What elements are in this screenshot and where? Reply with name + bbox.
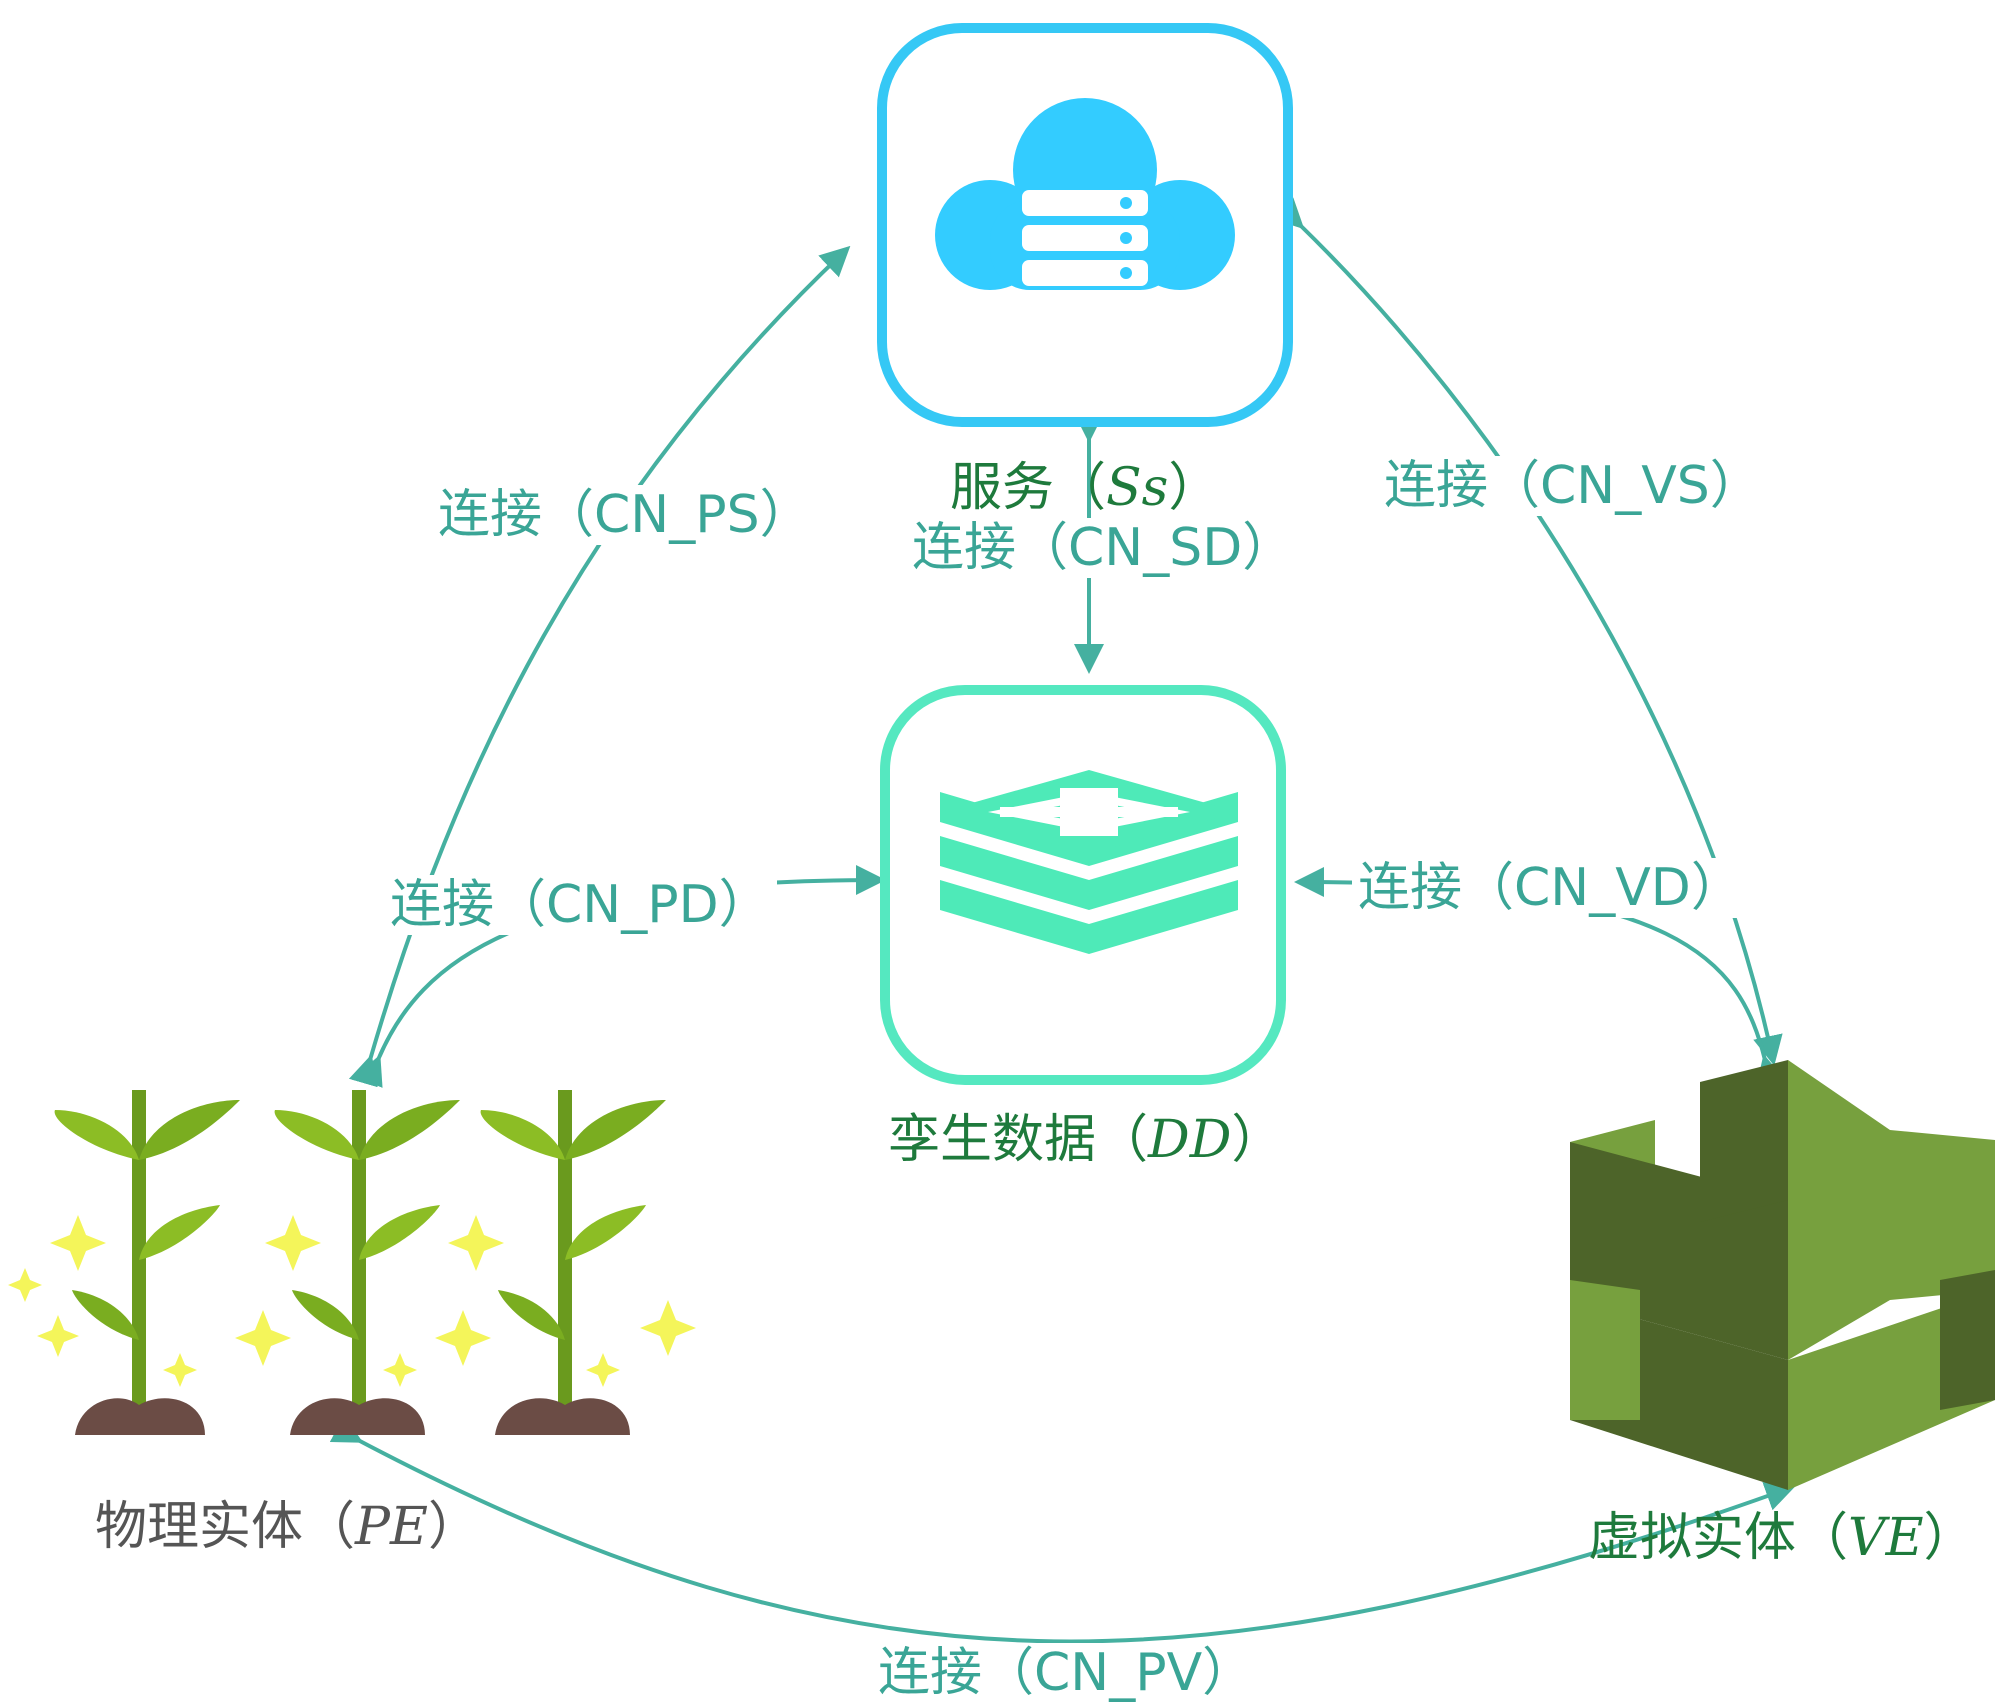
virtual-cube-icon: [1570, 1060, 1995, 1490]
virtual-entity-node[interactable]: [1570, 1060, 1995, 1490]
database-stack-icon: [940, 770, 1238, 954]
edge-cn-vs: [1272, 197, 1783, 1066]
physical-entity-symbol: PE: [355, 1497, 428, 1557]
virtual-entity-symbol: VE: [1848, 1508, 1924, 1568]
virtual-entity-name: 虚拟实体: [1588, 1508, 1797, 1568]
edge-label-cn-vd: 连接（CN_VD）: [1352, 858, 1749, 918]
physical-entity-node[interactable]: [8, 1090, 696, 1435]
service-node-symbol: Ss: [1106, 458, 1169, 518]
seedlings-icon: [8, 1090, 696, 1435]
service-node-label: 服务（Ss）: [950, 458, 1221, 518]
edge-label-cn-sd: 连接（CN_SD）: [906, 518, 1301, 578]
physical-entity-name: 物理实体: [95, 1497, 304, 1557]
service-node-name: 服务: [950, 458, 1055, 518]
twin-data-node-name: 孪生数据: [888, 1110, 1097, 1170]
physical-entity-label: 物理实体（PE）: [95, 1497, 480, 1557]
edge-label-cn-ps: 连接（CN_PS）: [432, 485, 818, 545]
edge-label-cn-pd: 连接（CN_PD）: [384, 875, 777, 935]
service-node[interactable]: [877, 23, 1293, 427]
virtual-entity-label: 虚拟实体（VE）: [1588, 1508, 1976, 1568]
twin-data-node-label: 孪生数据（DD）: [888, 1110, 1284, 1170]
cloud-server-icon: [935, 98, 1235, 290]
edges: [329, 197, 1796, 1644]
edge-label-cn-vs: 连接（CN_VS）: [1378, 456, 1768, 516]
edge-label-cn-pv: 连接（CN_PV）: [872, 1643, 1261, 1703]
twin-data-node[interactable]: [880, 685, 1286, 1085]
twin-data-node-symbol: DD: [1148, 1110, 1232, 1170]
edge-cn-pv: [329, 1415, 1796, 1644]
edge-cn-ps: [348, 245, 851, 1088]
